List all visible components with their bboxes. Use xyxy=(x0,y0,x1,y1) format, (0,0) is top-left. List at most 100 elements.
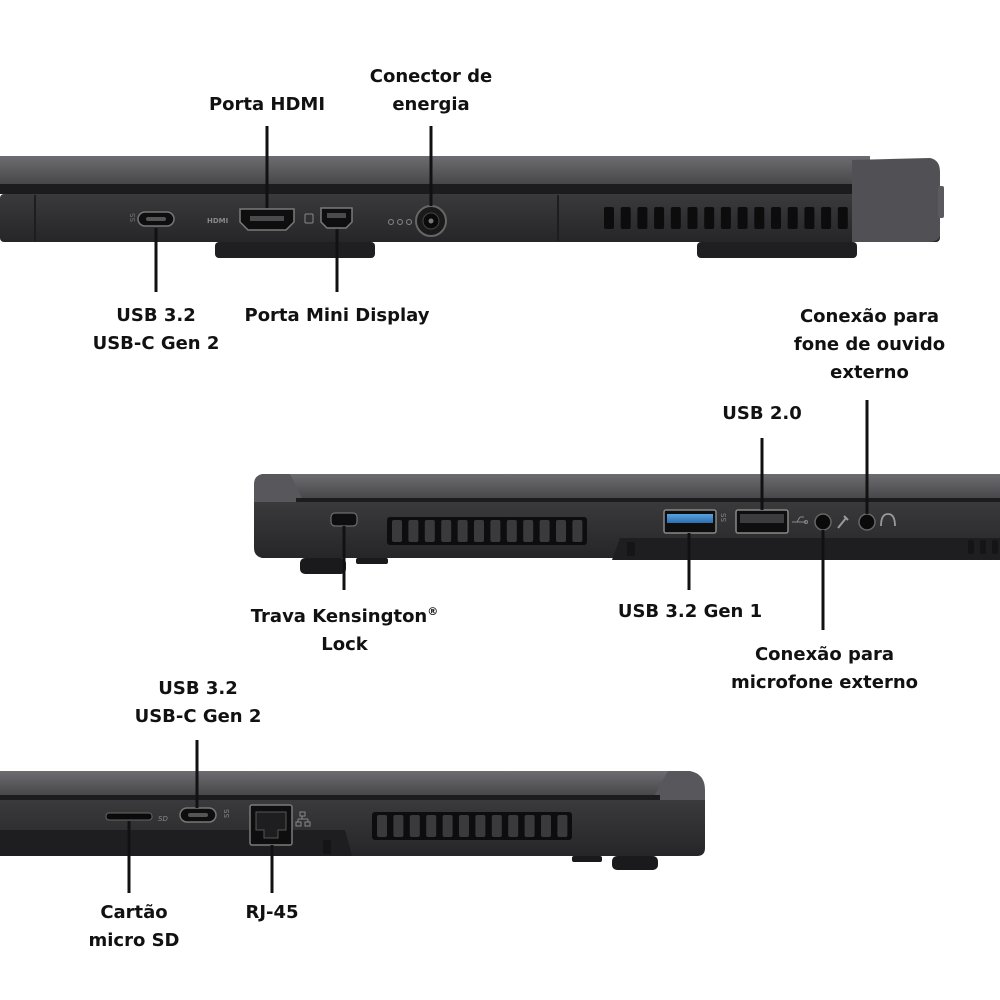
right-front-bevel xyxy=(254,474,304,502)
vent-slat xyxy=(771,207,781,229)
label-usbc-left: USB 3.2 USB-C Gen 2 xyxy=(128,675,268,731)
label-hdmi: Porta HDMI xyxy=(197,91,337,119)
left-lid xyxy=(0,771,668,797)
vent-slat xyxy=(720,207,731,229)
label-sd: Cartão micro SD xyxy=(74,899,194,955)
left-lid-edge xyxy=(0,795,660,800)
label-rj45: RJ-45 xyxy=(232,899,312,927)
vent-slat xyxy=(377,815,387,837)
rear-panel-seam-right xyxy=(557,195,559,241)
rear-leader-lines xyxy=(154,126,433,292)
vent-slat xyxy=(409,815,420,837)
vent-slat xyxy=(426,815,437,837)
rear-vent-grille xyxy=(604,207,848,229)
left-side-view: SD SS xyxy=(0,740,705,893)
label-kensington: Trava Kensington® Lock xyxy=(247,598,442,659)
label-sd-line2: micro SD xyxy=(88,930,180,951)
label-mic-line2: microfone externo xyxy=(730,672,918,693)
vent-slat xyxy=(474,520,484,542)
vent-slat xyxy=(475,815,486,837)
label-headphone-line2: fone de ouvido xyxy=(793,334,946,355)
ss-logo-left: SS xyxy=(223,809,231,818)
mic-jack xyxy=(814,513,832,531)
right-foot-front xyxy=(300,558,346,574)
usb-a-gen1-blue-tongue xyxy=(667,514,713,523)
label-power: Conector de energia xyxy=(356,63,506,119)
left-leader-lines xyxy=(127,740,274,893)
dc-logo-mark xyxy=(388,219,412,225)
label-mic-line1: Conexão para xyxy=(754,644,895,665)
vent-slat xyxy=(506,520,517,542)
vent-slat xyxy=(524,815,535,837)
usbc-port-left-tongue xyxy=(188,813,208,817)
right-base xyxy=(612,538,1000,560)
vent-slat xyxy=(457,520,468,542)
vent-slat xyxy=(541,815,551,837)
vent-slat xyxy=(637,207,648,229)
right-rear-vent-hint xyxy=(968,540,998,554)
mini-dp-logo-mark xyxy=(304,213,314,224)
vent-slat xyxy=(670,207,681,229)
vent-slat xyxy=(821,207,832,229)
hdmi-port-tongue xyxy=(250,216,284,221)
label-usbc-left-line1: USB 3.2 xyxy=(158,678,238,699)
rear-foot-right xyxy=(697,242,857,258)
left-base xyxy=(0,830,352,856)
label-usb-gen1: USB 3.2 Gen 1 xyxy=(614,598,766,626)
label-usbc-rear-line2: USB-C Gen 2 xyxy=(92,333,220,354)
label-usb-gen1-line1: USB 3.2 Gen 1 xyxy=(617,601,763,622)
network-icon xyxy=(295,811,311,827)
ss-logo-right: SS xyxy=(720,513,728,522)
headphone-icon xyxy=(880,513,896,527)
headphone-jack xyxy=(858,513,876,531)
vent-slat xyxy=(687,207,698,229)
vent-slat xyxy=(704,207,715,229)
mini-dp-port-tongue xyxy=(327,213,346,218)
vent-slat xyxy=(408,520,419,542)
vent-slat xyxy=(523,520,534,542)
microsd-slot xyxy=(105,812,153,821)
label-kensington-line2: Lock xyxy=(321,634,368,655)
vent-slat xyxy=(556,520,566,542)
right-lid xyxy=(290,474,1000,500)
vent-slat xyxy=(754,207,765,229)
vent-slat xyxy=(490,520,501,542)
power-jack-pin xyxy=(428,218,434,224)
usb-a-2-tongue xyxy=(740,514,784,523)
label-usbc-rear-line1: USB 3.2 xyxy=(116,305,196,326)
rear-edge-tab xyxy=(938,186,944,218)
left-foot-pad xyxy=(323,840,331,854)
vent-slat xyxy=(804,207,815,229)
label-hdmi-line1: Porta HDMI xyxy=(208,94,326,115)
vent-slat xyxy=(787,207,798,229)
label-mini-dp-line1: Porta Mini Display xyxy=(244,305,430,326)
label-usbc-rear: USB 3.2 USB-C Gen 2 xyxy=(86,302,226,358)
left-vent-frame xyxy=(372,812,572,840)
right-leader-lines xyxy=(342,400,869,630)
vent-slat xyxy=(491,815,502,837)
rj45-port-opening xyxy=(255,811,287,839)
rear-panel-seam-left xyxy=(34,195,36,241)
vent-slat xyxy=(441,520,452,542)
vent-slat xyxy=(737,207,748,229)
vent-slat xyxy=(539,520,550,542)
vent-slat xyxy=(459,815,469,837)
label-headphone-line3: externo xyxy=(830,362,909,383)
sd-logo-mark: SD xyxy=(158,815,168,823)
vent-slat xyxy=(557,815,568,837)
vent-slat xyxy=(620,207,631,229)
label-sd-line1: Cartão xyxy=(100,902,168,923)
right-vent-grille xyxy=(392,520,583,542)
left-front-bevel xyxy=(652,771,705,800)
label-power-line1: Conector de xyxy=(369,66,493,87)
label-headphone: Conexão para fone de ouvido externo xyxy=(787,303,952,387)
label-mini-dp: Porta Mini Display xyxy=(242,302,432,330)
microphone-icon xyxy=(837,515,849,529)
rear-right-corner xyxy=(852,158,940,242)
hdmi-logo-mark: HDMI xyxy=(207,217,228,225)
left-vent-grille xyxy=(377,815,568,837)
right-foot-pad xyxy=(627,542,635,556)
vent-slat xyxy=(654,207,665,229)
vent-slat xyxy=(508,815,519,837)
